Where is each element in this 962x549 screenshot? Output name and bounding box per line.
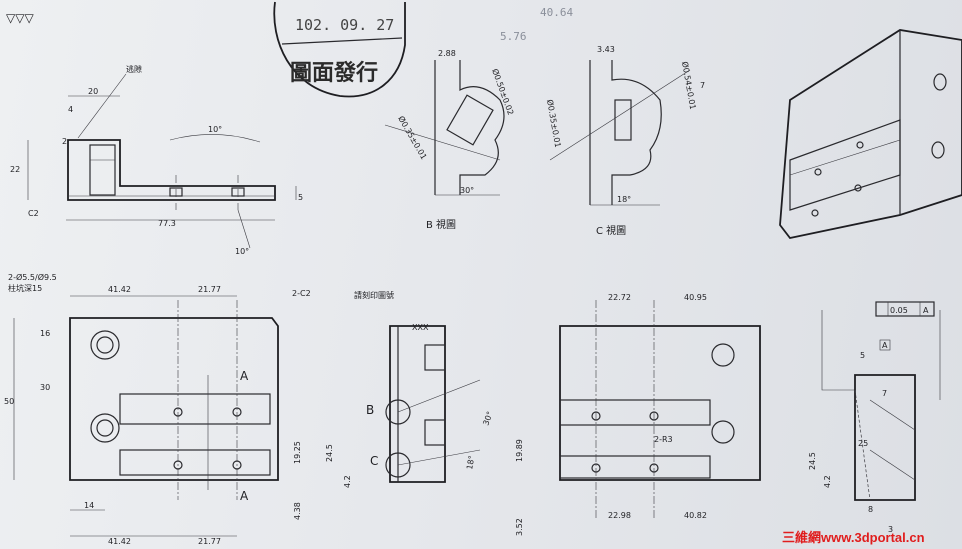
dim-2-88: 2.88 <box>438 49 456 58</box>
label-c2: C2 <box>28 209 39 218</box>
dim-20: 20 <box>88 87 98 96</box>
angle-detail-25: 25 <box>858 439 868 448</box>
dim-detail-7: 7 <box>882 389 887 398</box>
angle-18-side: 18° <box>465 455 476 471</box>
handwritten-note-1: 5.76 <box>500 30 527 43</box>
dim-hole-b1: Ø0.35±0.01 <box>396 114 429 161</box>
dim-detail-4-2: 4.2 <box>823 475 832 488</box>
angle-top: 10° <box>208 125 222 134</box>
dim-41-42-top: 41.42 <box>108 285 131 294</box>
dim-19-25: 19.25 <box>293 441 302 464</box>
dim-50: 50 <box>4 397 14 406</box>
dim-24-5-side: 24.5 <box>325 444 334 462</box>
dim-21-77-bottom: 21.77 <box>198 537 221 546</box>
dim-3-43: 3.43 <box>597 45 615 54</box>
view-c: 3.43 18° Ø0.35±0.01 Ø0.54±0.01 7 C 視圖 <box>545 45 705 237</box>
angle-30: 30° <box>460 186 474 195</box>
dim-detail-5: 5 <box>860 351 865 360</box>
radius-note: 2-R3 <box>654 435 673 444</box>
dim-detail-3: 3 <box>888 525 893 534</box>
chamfer-note: 2-C2 <box>292 289 311 298</box>
view-b-marker: B <box>366 403 374 417</box>
view-c-caption: C 視圖 <box>596 224 626 237</box>
angle-30-side: 30° <box>481 410 494 426</box>
front-view: A A 2-Ø5.5/Ø9.5 柱坑深15 2-C2 41.42 21.77 4… <box>4 272 311 546</box>
hole-note-depth: 柱坑深15 <box>8 283 42 293</box>
watermark: 三維網www.3dportal.cn <box>782 530 925 545</box>
dim-14: 14 <box>84 501 94 510</box>
dim-22-98: 22.98 <box>608 511 631 520</box>
dim-hole-c2: Ø0.54±0.01 <box>680 61 698 111</box>
dim-4-38: 4.38 <box>293 502 302 520</box>
dim-hole-c1: Ø0.35±0.01 <box>545 99 563 149</box>
dim-5: 5 <box>298 193 303 202</box>
dim-40-82: 40.82 <box>684 511 707 520</box>
dim-22-72: 22.72 <box>608 293 631 302</box>
isometric-view <box>779 29 962 239</box>
stamp-date: 102. 09. 27 <box>295 16 394 34</box>
dim-41-42-bottom: 41.42 <box>108 537 131 546</box>
label-relief: 逃隙 <box>126 64 142 74</box>
dim-40-95: 40.95 <box>684 293 707 302</box>
side-view: 請刻印圖號 XXX B C 30° 18° 24.5 4.2 <box>325 290 495 488</box>
angle-bottom: 10° <box>235 247 249 256</box>
release-stamp: 102. 09. 27 圖面發行 <box>273 1 406 98</box>
right-view: 22.72 40.95 22.98 40.82 2-R3 19.89 3.52 <box>515 293 761 536</box>
dim-16: 16 <box>40 329 50 338</box>
dim-4-2-side: 4.2 <box>343 475 352 488</box>
view-c-marker: C <box>370 454 378 468</box>
dim-7: 7 <box>700 81 705 90</box>
dim-4: 4 <box>68 105 73 114</box>
section-a-bottom: A <box>240 489 249 503</box>
stamp-text: 圖面發行 <box>290 60 378 86</box>
section-a-top: A <box>240 369 249 383</box>
tolerance-value: 0.05 <box>890 306 908 315</box>
detail-view: 0.05 A A 5 7 25 24.5 4.2 8 3 <box>808 301 941 534</box>
dim-detail-8: 8 <box>868 505 873 514</box>
dim-77-3: 77.3 <box>158 219 176 228</box>
angle-18: 18° <box>617 195 631 204</box>
view-b: 2.88 30° Ø0.35±0.01 Ø0.50±0.02 B 視圖 <box>384 49 516 231</box>
dim-3-52: 3.52 <box>515 518 524 536</box>
engrave-xxx: XXX <box>412 323 429 332</box>
dim-2: 2 <box>62 137 67 146</box>
hole-note: 2-Ø5.5/Ø9.5 <box>8 272 57 282</box>
dim-30: 30 <box>40 383 50 392</box>
view-b-caption: B 視圖 <box>426 218 456 231</box>
dim-detail-24-5: 24.5 <box>808 452 817 470</box>
engrave-note: 請刻印圖號 <box>354 290 394 300</box>
tolerance-datum: A <box>923 306 929 315</box>
top-view: 20 4 2 22 逃隙 C2 77.3 5 10° 10° <box>10 64 303 256</box>
dim-19-89: 19.89 <box>515 439 524 462</box>
datum-a: A <box>882 341 888 350</box>
dim-22: 22 <box>10 165 20 174</box>
handwritten-note-2: 40.64 <box>540 6 573 19</box>
dim-21-77-top: 21.77 <box>198 285 221 294</box>
surface-finish-symbol: ▽▽▽ <box>6 11 34 25</box>
